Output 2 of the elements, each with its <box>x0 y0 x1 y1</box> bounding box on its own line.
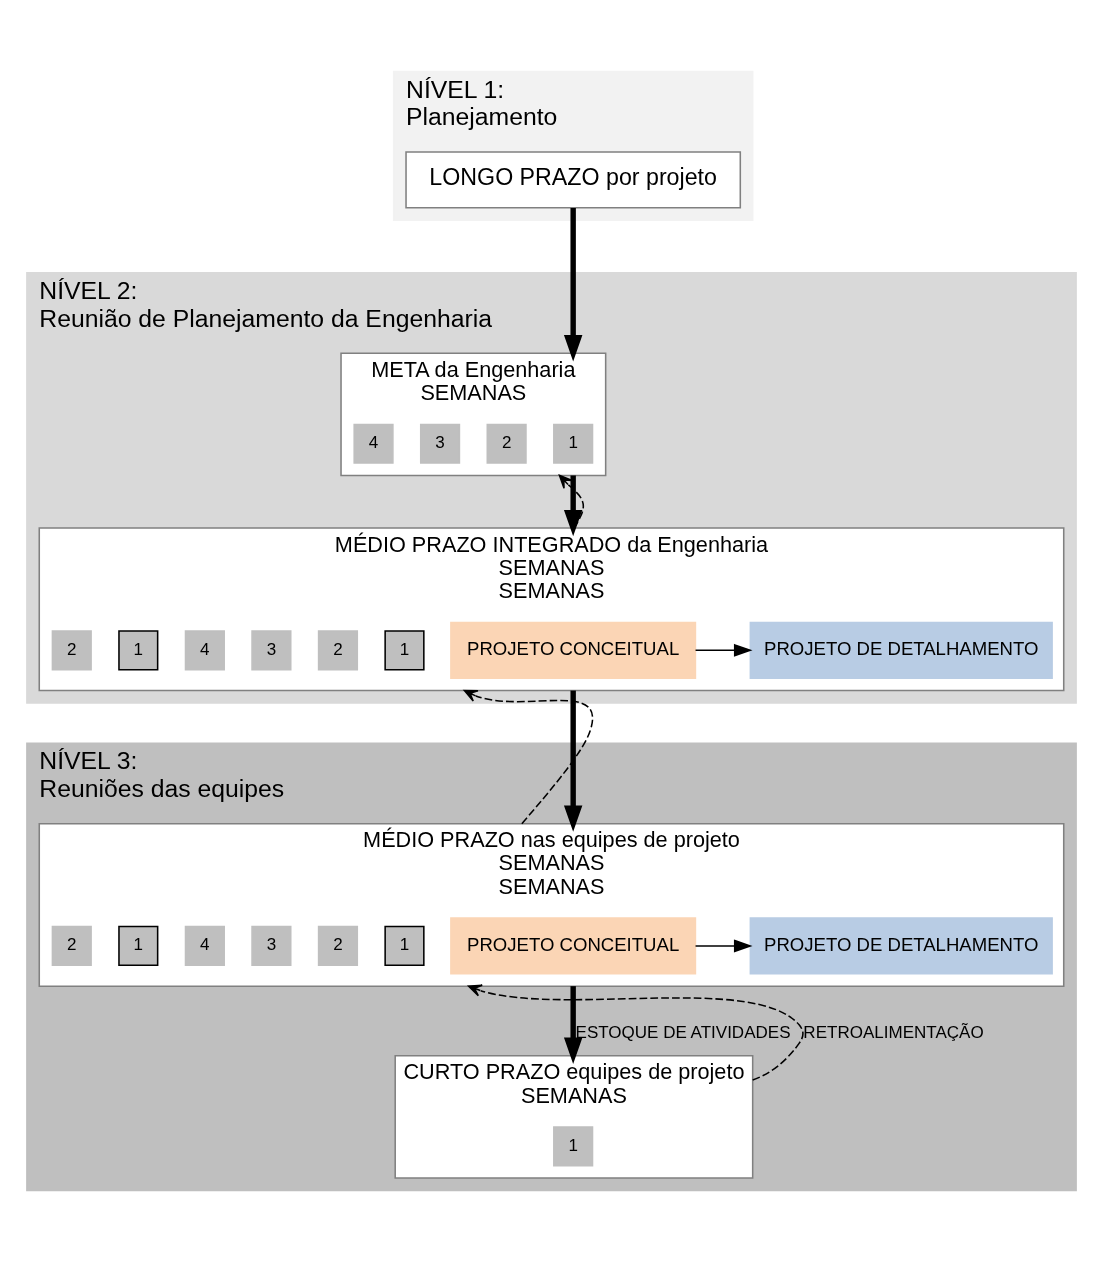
edge-label: RETROALIMENTAÇÃO <box>803 1023 984 1043</box>
edge-label: ESTOQUE DE ATIVIDADES <box>575 1023 791 1043</box>
